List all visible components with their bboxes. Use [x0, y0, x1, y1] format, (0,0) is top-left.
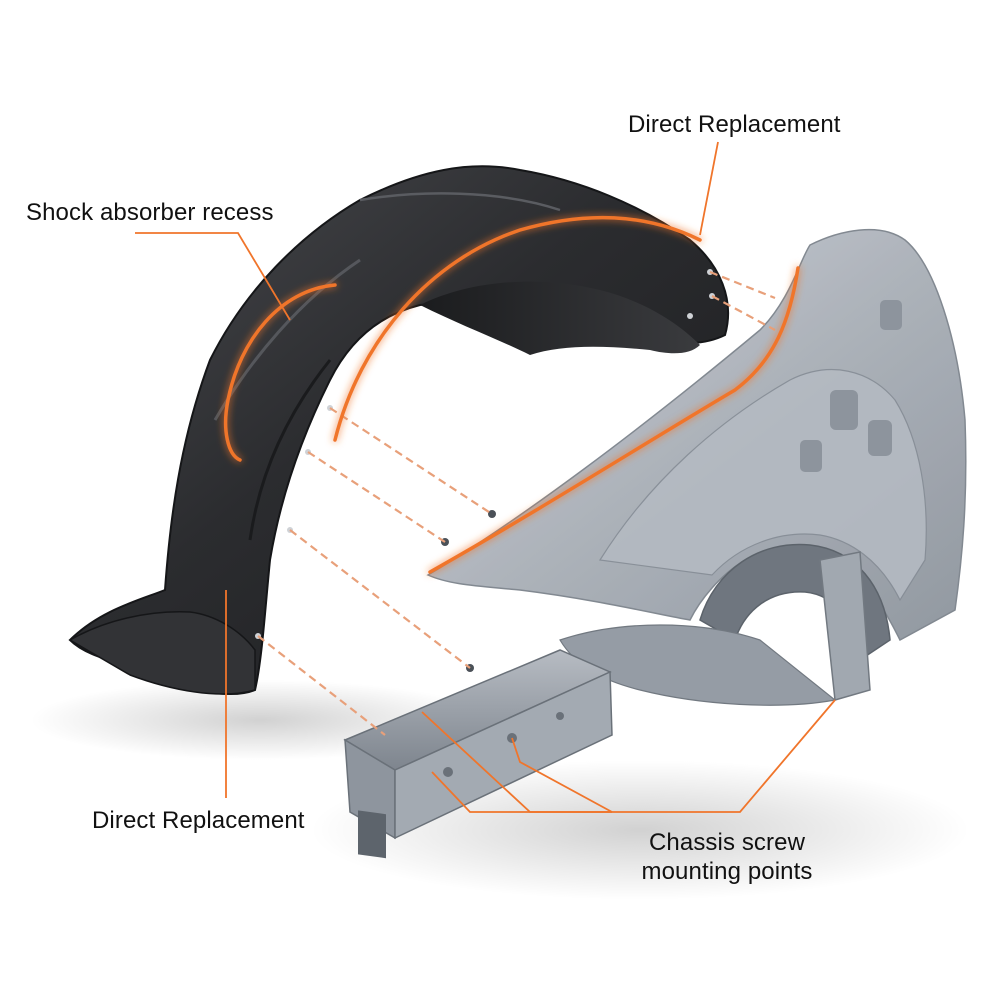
liner-flap: [68, 610, 256, 695]
rail-hole: [443, 767, 453, 777]
liner-edge-highlight: [333, 215, 702, 442]
liner-rib: [248, 359, 332, 541]
callout-chassis-line1: Chassis screw: [649, 829, 805, 856]
strut-column: [819, 551, 871, 701]
alignment-dashed-lines: [257, 270, 776, 736]
fender-cutout: [880, 300, 902, 330]
liner-inner-surface: [420, 281, 700, 355]
leader-direct-top: [699, 141, 719, 236]
callout-chassis-screw-mounting-points: Chassis screw mounting points: [612, 828, 842, 886]
shock-recess-highlight: [223, 283, 337, 462]
fender-cutout: [830, 390, 858, 430]
callout-direct-replacement-bottom: Direct Replacement: [92, 807, 305, 834]
fender-edge-highlight: [428, 266, 800, 574]
frame-rail-end-opening: [358, 810, 386, 859]
leader-chassis-4: [612, 699, 836, 813]
callout-leader-lines: [135, 141, 836, 813]
leader-chassis-3: [431, 771, 612, 813]
callout-chassis-line2: mounting points: [641, 858, 813, 885]
highlight-glow-lines: [223, 215, 800, 574]
leader-chassis-2: [511, 737, 613, 813]
fender-cutout: [868, 420, 892, 456]
leader-shock-absorber: [135, 232, 291, 321]
mounting-screws: [441, 510, 496, 672]
callout-shock-absorber-recess: Shock absorber recess: [26, 199, 274, 226]
rail-hole: [556, 712, 564, 720]
fender-cutout: [800, 440, 822, 472]
liner-rib: [359, 192, 561, 212]
callout-direct-replacement-top: Direct Replacement: [628, 111, 841, 138]
wheel-well-liner: [68, 165, 730, 695]
fender-chassis-assembly: [343, 229, 967, 859]
